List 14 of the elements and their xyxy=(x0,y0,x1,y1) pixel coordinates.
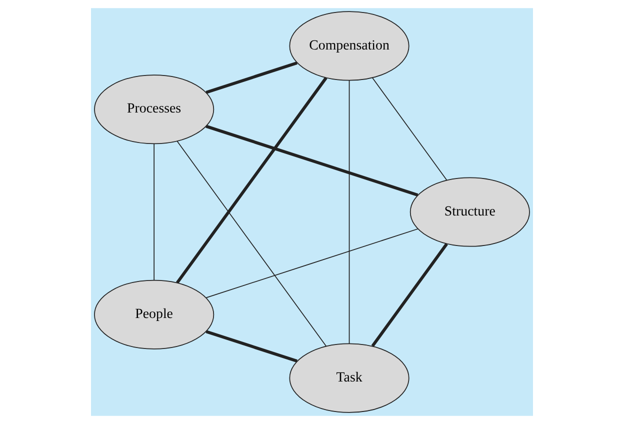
connector xyxy=(206,124,418,196)
node-ellipse: People xyxy=(94,280,214,350)
connector xyxy=(206,228,418,298)
connector xyxy=(348,80,350,344)
node-ellipse: Task xyxy=(289,343,410,413)
connector xyxy=(206,330,298,363)
connector xyxy=(206,61,298,94)
node-ellipse: Structure xyxy=(410,177,530,247)
connector xyxy=(371,243,448,347)
connector xyxy=(176,76,328,284)
node-ellipse: Processes xyxy=(94,74,214,144)
connector xyxy=(372,77,448,180)
connector xyxy=(176,140,327,347)
node-ellipse: Compensation xyxy=(289,11,410,81)
